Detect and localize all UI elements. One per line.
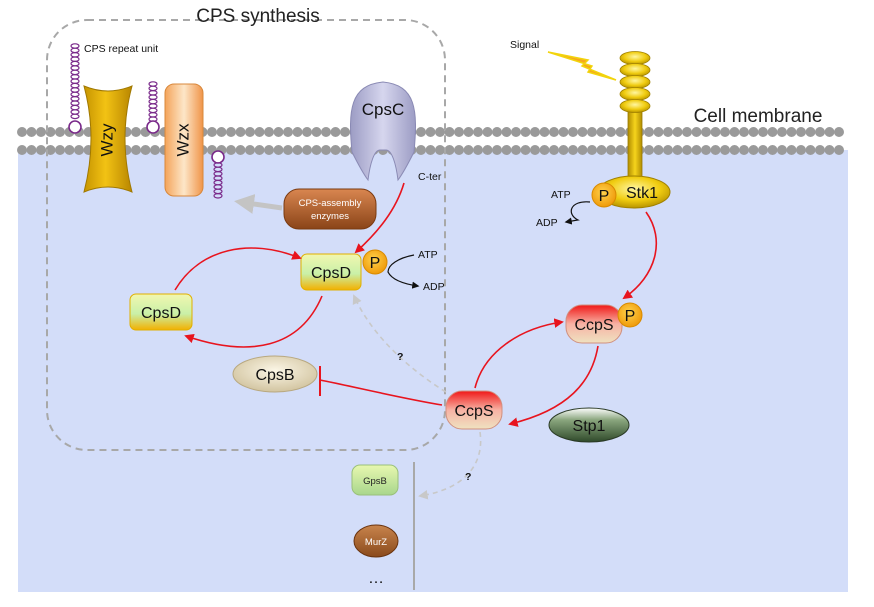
- stk1-phosphate-icon: P: [591, 182, 617, 208]
- murz-protein: MurZ: [353, 524, 399, 558]
- cps-repeat-unit-label: CPS repeat unit: [84, 43, 158, 55]
- question-label-lower: ?: [465, 471, 471, 483]
- adp-label-cpsd: ADP: [423, 281, 445, 293]
- ccps-phospho-to-ccps-arrow: [508, 345, 599, 427]
- gpsb-protein: GpsB: [351, 464, 399, 496]
- assembly-to-chain-arrow: [234, 194, 283, 214]
- wzy-protein: Wzy: [83, 85, 133, 193]
- cpsc-label: CpsC: [362, 100, 405, 119]
- cps-assembly-label-line1: CPS-assembly: [299, 198, 362, 209]
- cpsd-phosphate-icon: P: [362, 249, 388, 275]
- ccps-label: CcpS: [454, 403, 493, 420]
- stp1-protein: Stp1: [548, 407, 630, 443]
- cps-repeat-unit-chain-left: [68, 43, 82, 134]
- cpsb-protein: CpsB: [232, 355, 318, 393]
- cps-assembly-label-line2: enzymes: [311, 211, 349, 222]
- atp-label-cpsd: ATP: [418, 249, 438, 261]
- ccps-to-ccps-phospho-arrow: [474, 318, 564, 389]
- cpsd-label: CpsD: [141, 305, 181, 322]
- stk1-receptor: Stk1: [597, 51, 671, 209]
- stk1-atp-arrow: [564, 201, 591, 225]
- cpsd-phospho-protein: CpsD: [300, 253, 362, 291]
- cps-synthesis-box: [46, 19, 446, 451]
- signal-lightning-icon: [547, 51, 617, 81]
- cpsc-protein: CpsC: [350, 81, 416, 182]
- cps-synthesis-title: CPS synthesis: [196, 6, 320, 27]
- cps-assembly-enzymes: CPS-assembly enzymes: [283, 188, 377, 230]
- signal-label: Signal: [510, 39, 539, 51]
- cpsd-protein: CpsD: [129, 293, 193, 331]
- question-label-upper: ?: [397, 351, 403, 363]
- wzy-label: Wzy: [97, 123, 116, 157]
- cell-membrane-label: Cell membrane: [694, 106, 823, 127]
- cps-repeat-unit-chain-mid: [146, 81, 160, 134]
- wzx-protein: Wzx: [164, 83, 204, 197]
- cpsd-phospho-p-label: P: [370, 255, 381, 272]
- stp1-label: Stp1: [573, 418, 606, 435]
- cpsd-phospho-label: CpsD: [311, 265, 351, 282]
- cps-repeat-unit-chain-inner: [211, 150, 225, 199]
- wzx-label: Wzx: [173, 123, 192, 157]
- atp-label-stk1: ATP: [551, 189, 571, 201]
- ccps-phospho-label: CcpS: [574, 317, 613, 334]
- adp-label-stk1: ADP: [536, 217, 558, 229]
- gpsb-label: GpsB: [363, 476, 387, 487]
- ccps-inhibits-cpsb-line: [319, 379, 443, 406]
- ccps-to-targets-uncertain-arrow: [418, 431, 482, 500]
- ccps-phospho-protein: CcpS: [565, 304, 623, 344]
- ccps-phosphate-icon: P: [617, 302, 643, 328]
- ccps-phospho-p-label: P: [625, 308, 636, 325]
- ccps-to-cpsd-uncertain-arrow: [352, 294, 447, 393]
- cytoplasm: [18, 150, 848, 592]
- c-ter-label: C-ter: [418, 171, 442, 183]
- cpsb-label: CpsB: [255, 367, 294, 384]
- cpsd-phospho-to-cpsd-arrow: [184, 295, 323, 348]
- cpsc-to-cpsd-arrow: [354, 182, 405, 254]
- murz-label: MurZ: [365, 537, 387, 548]
- ccps-protein: CcpS: [445, 390, 503, 430]
- stk1-label: Stk1: [626, 185, 658, 202]
- stk1-to-ccps-arrow: [622, 211, 658, 300]
- cpsd-to-cpsd-phospho-arrow: [174, 247, 302, 291]
- ellipsis-label: …: [368, 570, 384, 587]
- cpsd-atp-arrow: [387, 254, 420, 289]
- cell-membrane: [17, 127, 844, 155]
- stk1-phospho-label: P: [599, 188, 610, 205]
